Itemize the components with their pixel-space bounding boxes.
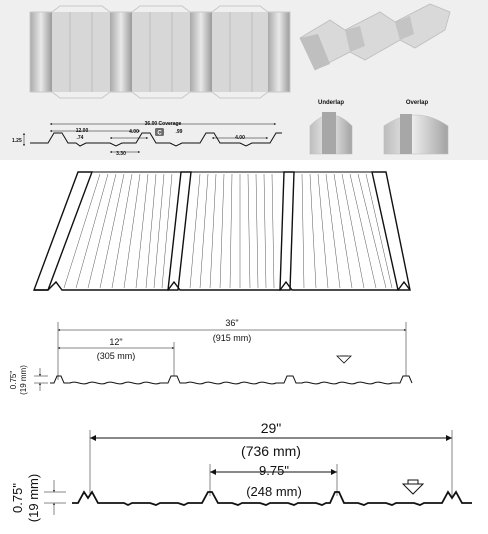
profile-36-drawing: [34, 322, 413, 391]
bottom-label: 3.30: [116, 151, 126, 157]
c-badge: [155, 128, 164, 136]
spacing-12-mm: (305 mm): [97, 351, 136, 361]
coverage-36-in: 36": [225, 318, 238, 328]
panel-perspective-view: [299, 3, 451, 71]
spacing-12-in: 12": [109, 337, 122, 347]
rib-spacing-label: 12.00: [76, 128, 89, 134]
c-badge-text: C: [157, 131, 162, 137]
coverage-29-mm: (736 mm): [241, 443, 301, 459]
height-36-mm: (19 mm): [19, 365, 28, 395]
spacing-975-mm: (248 mm): [246, 484, 302, 499]
small-dim-label: .99: [176, 129, 183, 135]
height-label: 1.25: [12, 138, 22, 144]
direction-arrow-icon: [336, 355, 352, 364]
profile-29-drawing: [44, 430, 472, 515]
overlap-label: Overlap: [406, 100, 429, 106]
overlap-detail: [383, 114, 449, 155]
underlap-detail: [309, 112, 353, 155]
spacing-975-in: 9.75": [259, 463, 289, 478]
height-29-mm: (19 mm): [26, 474, 41, 522]
right-flat-label: 4.00: [235, 135, 245, 141]
top-profile-drawing: [23, 123, 282, 153]
rib-top-label: 4.00: [129, 129, 139, 135]
top-product-panel: Underlap Overlap 36.00 Coverage 12.00 .7…: [0, 0, 488, 160]
coverage-label: 36.00 Coverage: [145, 121, 182, 127]
height-36-in: 0.75": [9, 371, 18, 390]
flat-a-label: .74: [77, 135, 84, 141]
underlap-label: Underlap: [318, 100, 344, 106]
profile-36-line: [50, 375, 413, 385]
direction-arrow-icon: [401, 483, 425, 495]
profile-29-line: [72, 490, 472, 507]
coverage-29-in: 29": [261, 420, 282, 436]
coverage-36-mm: (915 mm): [213, 333, 252, 343]
height-29-in: 0.75": [10, 483, 25, 513]
panel-line-perspective: [32, 171, 411, 291]
panel-front-view: [29, 5, 291, 99]
